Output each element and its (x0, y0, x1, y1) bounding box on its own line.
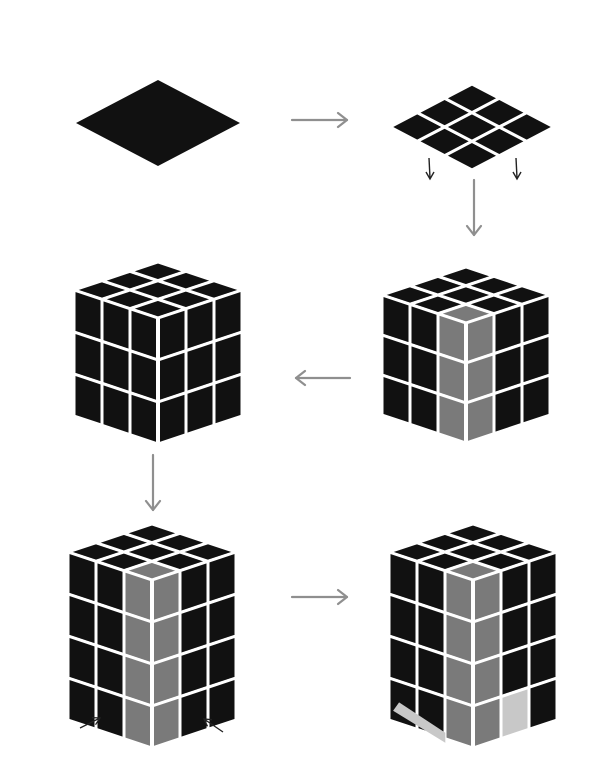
step-cube-3x3x4-cutaway (387, 522, 559, 750)
tile (471, 695, 503, 750)
tile (492, 382, 524, 436)
tile (128, 391, 160, 446)
step-flat-square (76, 80, 240, 166)
tile (100, 381, 132, 437)
tile (527, 676, 559, 731)
shapes-layer (66, 80, 559, 750)
arrow-down-icon (144, 453, 162, 512)
arrows-layer (79, 111, 522, 733)
tile (408, 382, 440, 436)
tile (520, 373, 552, 426)
tile (94, 685, 126, 741)
tile (499, 685, 531, 741)
tile (184, 381, 216, 437)
arrow-down-small-icon (425, 157, 435, 181)
tile (380, 373, 412, 426)
step-cube-3x3x3-highlight (380, 265, 552, 445)
tile (72, 372, 104, 427)
flat-square-shape (76, 80, 240, 166)
step-grid-3x3 (388, 82, 556, 172)
tile (156, 391, 188, 446)
tile (178, 685, 210, 741)
tile (443, 695, 475, 750)
tile (436, 392, 468, 445)
step-cube-3x3x4-highlight (66, 522, 238, 750)
step-cube-3x3x3 (72, 260, 244, 446)
arrow-down-small-icon (512, 157, 522, 181)
cutaway-wedge (393, 702, 446, 743)
tile (212, 372, 244, 427)
tile (122, 695, 154, 750)
tile (497, 111, 556, 143)
tile (150, 695, 182, 750)
arrow-left-icon (294, 369, 352, 387)
arrow-down-icon (465, 178, 483, 237)
tile (464, 392, 496, 445)
tile (206, 676, 238, 731)
arrow-right-icon (290, 588, 349, 606)
arrow-right-icon (290, 111, 349, 129)
arrow-inward-small-icon (79, 716, 102, 729)
arrow-inward-small-icon (202, 718, 224, 733)
